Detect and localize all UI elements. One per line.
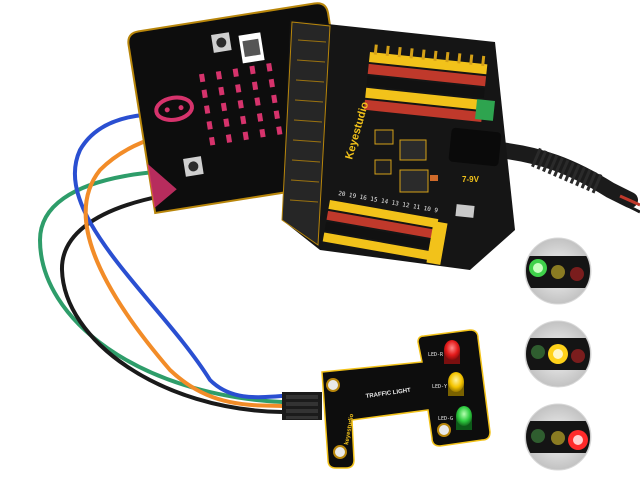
header-right bbox=[426, 221, 448, 265]
module-brand: keyestudio bbox=[344, 413, 355, 445]
microbit-logo bbox=[154, 95, 194, 122]
terminal-block bbox=[475, 99, 495, 121]
dc-jack bbox=[448, 127, 502, 167]
smd-components bbox=[374, 129, 438, 193]
led-yellow bbox=[448, 372, 464, 396]
header-top bbox=[363, 44, 488, 123]
edge-connector bbox=[281, 21, 331, 246]
mount-hole bbox=[333, 445, 347, 459]
led-red bbox=[444, 340, 460, 364]
header-bottom bbox=[322, 200, 439, 261]
led-label-r: LED-R bbox=[428, 352, 444, 358]
led-green bbox=[456, 406, 472, 430]
mount-hole bbox=[437, 423, 451, 437]
led-matrix bbox=[199, 62, 283, 146]
power-label: 7-9V bbox=[462, 175, 480, 184]
button-b bbox=[183, 156, 204, 177]
mount-hole bbox=[326, 378, 340, 392]
wire-black bbox=[59, 185, 312, 414]
sensor-shield: Keyestudio 7-9V 20 19 16 15 14 13 12 11 … bbox=[281, 20, 515, 270]
led-label-g: LED-G bbox=[438, 416, 453, 422]
power-cable bbox=[492, 142, 640, 214]
inset-yellow-on bbox=[524, 320, 592, 388]
traffic-light-module: TRAFFIC LIGHT keyestudio LED-R LED-Y LED… bbox=[282, 329, 491, 469]
pin-connector bbox=[282, 392, 322, 420]
usb-port bbox=[455, 204, 475, 218]
button-a bbox=[211, 32, 232, 53]
led-label-y: LED-Y bbox=[432, 384, 447, 390]
inset-red-on bbox=[524, 403, 592, 471]
inset-green-on bbox=[524, 237, 592, 305]
